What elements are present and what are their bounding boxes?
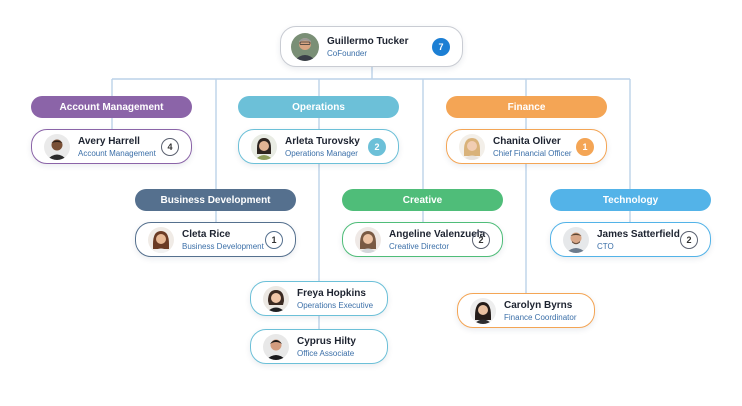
department-technology[interactable]: Technology (550, 189, 711, 211)
person-name: James Satterfield (597, 228, 680, 240)
report-count-badge[interactable]: 2 (472, 230, 490, 249)
person-card-freya-hopkins[interactable]: Freya Hopkins Operations Executive (250, 281, 388, 316)
person-role: Office Associate (297, 348, 355, 358)
person-name: Arleta Turovsky (285, 135, 360, 147)
avatar-guillermo-tucker (291, 32, 319, 61)
person-card-avery-harrell[interactable]: Avery Harrell Account Management 4 (31, 129, 192, 164)
department-account-management[interactable]: Account Management (31, 96, 192, 118)
person-card-james-satterfield[interactable]: James Satterfield CTO 2 (550, 222, 711, 257)
person-role: CoFounder (327, 48, 368, 58)
person-card-cleta-rice[interactable]: Cleta Rice Business Development 1 (135, 222, 296, 257)
person-card-chanita-oliver[interactable]: Chanita Oliver Chief Financial Officer 1 (446, 129, 607, 164)
person-name: Chanita Oliver (493, 135, 561, 147)
person-role: Creative Director (389, 241, 450, 251)
person-role: Business Development (182, 241, 264, 251)
person-card-cyprus-hilty[interactable]: Cyprus Hilty Office Associate (250, 329, 388, 364)
avatar-chanita-oliver (459, 133, 485, 160)
report-count-badge[interactable]: 2 (368, 137, 386, 156)
person-name: Cleta Rice (182, 228, 231, 240)
person-role: Finance Coordinator (504, 312, 577, 322)
report-count-badge[interactable]: 1 (265, 230, 283, 249)
avatar-avery-harrell (44, 133, 70, 160)
department-creative[interactable]: Creative (342, 189, 503, 211)
department-finance[interactable]: Finance (446, 96, 607, 118)
avatar-angeline-valenzuela (355, 226, 381, 253)
avatar-james-satterfield (563, 226, 589, 253)
report-count-badge[interactable]: 1 (576, 137, 594, 156)
person-role: Operations Manager (285, 148, 358, 158)
avatar-cyprus-hilty (263, 333, 289, 360)
person-name: Cyprus Hilty (297, 335, 356, 347)
report-count-badge[interactable]: 7 (432, 37, 450, 56)
person-card-angeline-valenzuela[interactable]: Angeline Valenzuela Creative Director 2 (342, 222, 503, 257)
person-name: Angeline Valenzuela (389, 228, 486, 240)
person-role: CTO (597, 241, 614, 251)
avatar-cleta-rice (148, 226, 174, 253)
person-name: Avery Harrell (78, 135, 140, 147)
report-count-badge[interactable]: 4 (161, 137, 179, 156)
department-operations[interactable]: Operations (238, 96, 399, 118)
person-role: Operations Executive (297, 300, 374, 310)
person-card-arleta-turovsky[interactable]: Arleta Turovsky Operations Manager 2 (238, 129, 399, 164)
person-name: Freya Hopkins (297, 287, 366, 299)
avatar-freya-hopkins (263, 285, 289, 312)
avatar-carolyn-byrns (470, 297, 496, 324)
root-card-guillermo-tucker[interactable]: Guillermo Tucker CoFounder 7 (280, 26, 463, 67)
person-role: Chief Financial Officer (493, 148, 572, 158)
person-name: Guillermo Tucker (327, 35, 409, 47)
avatar-arleta-turovsky (251, 133, 277, 160)
department-business-development[interactable]: Business Development (135, 189, 296, 211)
person-role: Account Management (78, 148, 156, 158)
person-card-carolyn-byrns[interactable]: Carolyn Byrns Finance Coordinator (457, 293, 595, 328)
person-name: Carolyn Byrns (504, 299, 573, 311)
report-count-badge[interactable]: 2 (680, 230, 698, 249)
